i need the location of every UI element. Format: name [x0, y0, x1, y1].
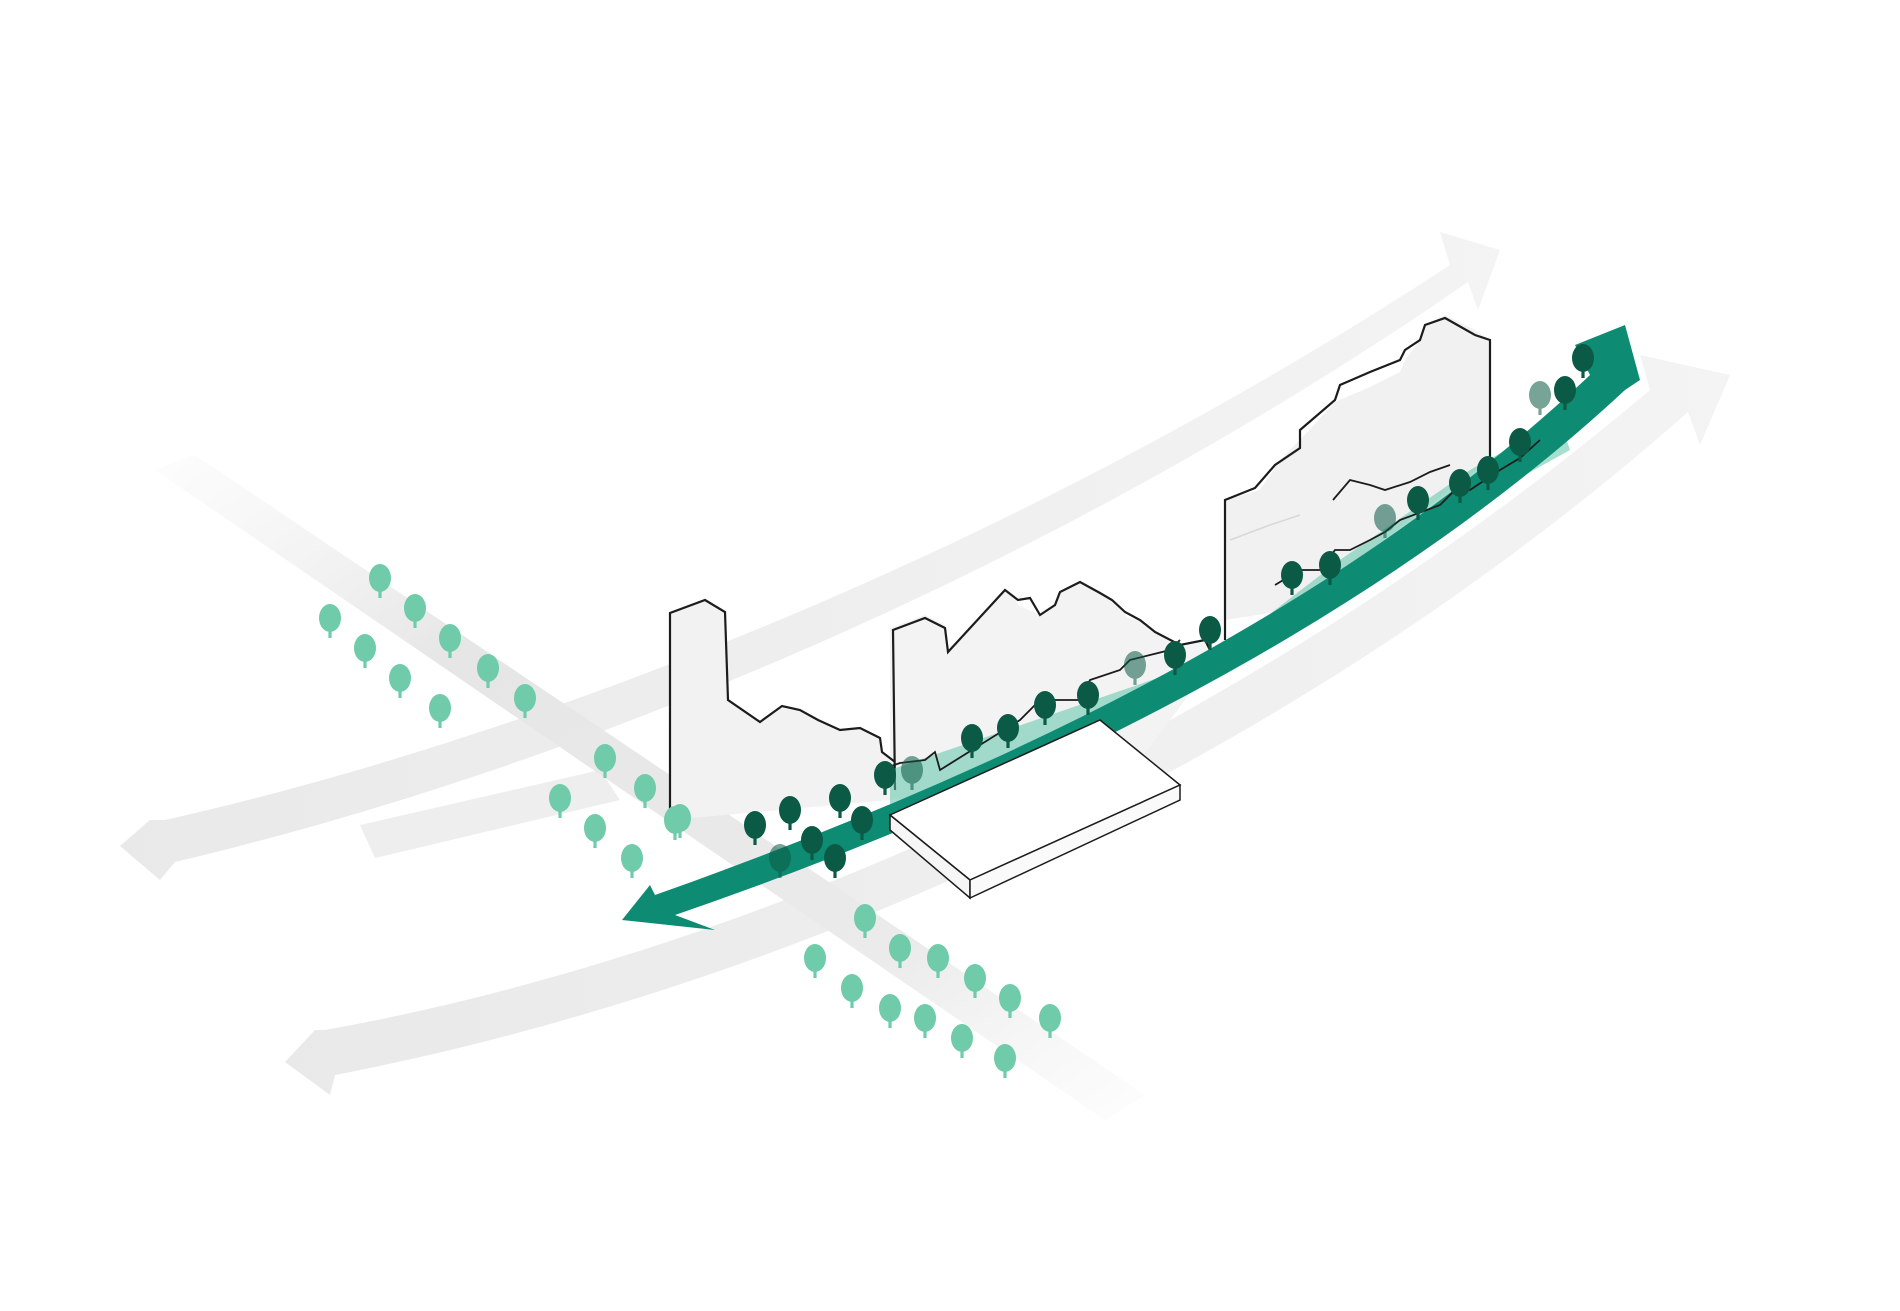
tree-icon	[824, 844, 846, 878]
tree-icon	[927, 944, 949, 978]
light-tree-group-west	[319, 564, 536, 728]
tree-icon	[514, 684, 536, 718]
tree-icon	[354, 634, 376, 668]
tree-icon	[804, 944, 826, 978]
tree-icon	[319, 604, 341, 638]
tree-icon	[1164, 641, 1186, 675]
green-corridor-band	[890, 420, 1570, 810]
tree-icon	[1077, 681, 1099, 715]
tree-icon	[1124, 651, 1146, 685]
tree-icon	[477, 654, 499, 688]
tree-icon	[621, 844, 643, 878]
tree-icon	[439, 624, 461, 658]
tree-icon	[1034, 691, 1056, 725]
tree-icon	[964, 964, 986, 998]
tree-icon	[1319, 551, 1341, 585]
tree-icon	[1281, 561, 1303, 595]
tree-icon	[584, 814, 606, 848]
tree-icon	[1477, 456, 1499, 490]
tree-icon	[369, 564, 391, 598]
tree-icon	[429, 694, 451, 728]
tree-icon	[779, 796, 801, 830]
tree-icon	[961, 724, 983, 758]
tree-icon	[1572, 344, 1594, 378]
tree-icon	[1554, 376, 1576, 410]
tree-icon	[1199, 616, 1221, 650]
tree-icon	[744, 811, 766, 845]
tree-icon	[901, 756, 923, 790]
tree-icon	[1374, 504, 1396, 538]
light-tree-group-south	[804, 904, 1061, 1078]
tree-icon	[389, 664, 411, 698]
tree-icon	[404, 594, 426, 628]
tree-icon	[879, 994, 901, 1028]
dark-tree-row	[744, 344, 1594, 878]
tree-icon	[664, 806, 686, 840]
tree-icon	[994, 1044, 1016, 1078]
tree-icon	[951, 1024, 973, 1058]
tree-icon	[841, 974, 863, 1008]
tree-icon	[999, 984, 1021, 1018]
tree-icon	[634, 774, 656, 808]
tree-icon	[1449, 469, 1471, 503]
tree-icon	[914, 1004, 936, 1038]
light-tree-group-centre	[549, 744, 691, 878]
tree-icon	[1529, 381, 1551, 415]
tree-icon	[851, 806, 873, 840]
tree-icon	[594, 744, 616, 778]
road-arrow-lower	[285, 355, 1730, 1095]
tree-icon	[829, 784, 851, 818]
tree-icon	[769, 844, 791, 878]
tree-icon	[801, 826, 823, 860]
road-arrow-upper	[120, 232, 1500, 880]
tree-icon	[1039, 1004, 1061, 1038]
tree-icon	[997, 714, 1019, 748]
tree-icon	[1509, 428, 1531, 462]
tree-icon	[1407, 486, 1429, 520]
tree-icon	[889, 934, 911, 968]
podium-block	[888, 719, 1182, 900]
tree-icon	[854, 904, 876, 938]
tree-icon	[874, 761, 896, 795]
tree-icon	[549, 784, 571, 818]
